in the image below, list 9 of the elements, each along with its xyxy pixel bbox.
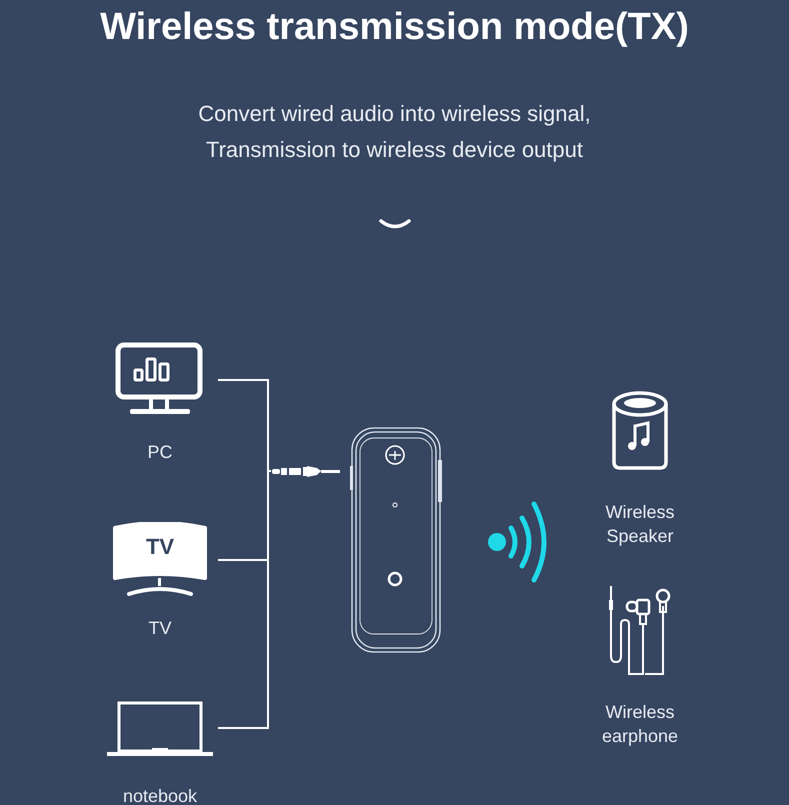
device-label: notebook — [122, 785, 198, 805]
device-label: PC — [147, 441, 172, 464]
device-label: Wireless Speaker — [604, 501, 676, 548]
subtitle: Convert wired audio into wireless signal, Transmission to wireless device output — [197, 100, 592, 164]
device-label: Wireless earphone — [600, 701, 680, 748]
screen-text: TV — [144, 535, 176, 559]
connector-line — [218, 379, 271, 472]
title: Wireless transmission mode(TX) — [99, 6, 690, 49]
device-label: TV — [148, 617, 172, 640]
